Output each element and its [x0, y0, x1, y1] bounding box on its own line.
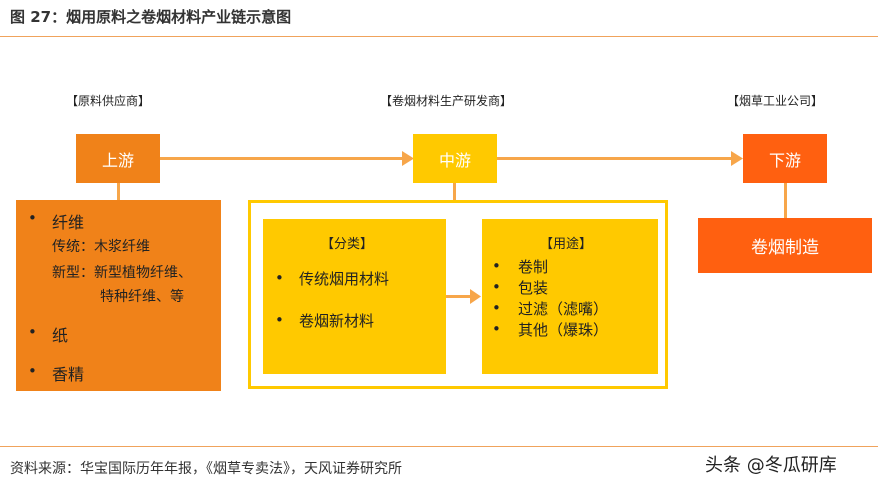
watermark: 头条 @冬瓜研库 [705, 455, 837, 476]
downstream-box: 下游 [743, 134, 827, 183]
upstream-role-label: 【原料供应商】 [66, 94, 151, 108]
upstream-paper: 纸 [52, 326, 69, 345]
bullet-marker: • [28, 209, 37, 227]
bullet-marker: • [492, 299, 501, 317]
bullet-marker: • [28, 323, 37, 341]
midstream-frame [248, 200, 668, 389]
upstream-fiber-new-line1: 新型：新型植物纤维、 [52, 265, 192, 281]
midstream-role-label: 【卷烟材料生产研发商】 [380, 94, 513, 108]
bullet-marker: • [28, 362, 37, 380]
upstream-fiber: 纤维 [52, 213, 85, 232]
usage-box: 【用途】 • 卷制 • 包装 • 过滤（滤嘴） • 其他（爆珠） [482, 219, 658, 374]
arrowhead-icon [470, 289, 481, 304]
upstream-fiber-traditional: 传统：木浆纤维 [52, 239, 150, 255]
upstream-fiber-new-line2: 特种纤维、等 [100, 289, 184, 305]
midstream-to-downstream-arrow [497, 157, 735, 160]
bullet-marker: • [492, 257, 501, 275]
midstream-label: 中游 [438, 150, 471, 170]
downstream-label: 下游 [768, 150, 801, 170]
usage-item: 卷制 [518, 258, 549, 276]
arrowhead-icon [402, 151, 414, 166]
bullet-marker: • [492, 320, 501, 338]
classification-item: 卷烟新材料 [299, 312, 375, 330]
upstream-box: 上游 [76, 134, 160, 183]
classification-heading: 【分类】 [321, 237, 374, 252]
upstream-to-midstream-arrow [160, 157, 406, 160]
midstream-box: 中游 [413, 134, 497, 183]
usage-item: 包装 [518, 279, 549, 297]
usage-heading: 【用途】 [540, 237, 593, 252]
arrowhead-icon [731, 151, 743, 166]
classification-item: 传统烟用材料 [299, 270, 390, 288]
bullet-marker: • [492, 278, 501, 296]
classification-to-usage-arrow [446, 295, 472, 298]
bullet-marker: • [275, 269, 284, 287]
usage-item: 其他（爆珠） [518, 321, 609, 339]
downstream-role-label: 【烟草工业公司】 [727, 94, 824, 108]
classification-box: 【分类】 • 传统烟用材料 • 卷烟新材料 [263, 219, 446, 374]
source-note: 资料来源：华宝国际历年年报，《烟草专卖法》，天风证券研究所 [10, 461, 402, 477]
title-divider [0, 36, 878, 37]
upstream-flavor: 香精 [52, 365, 85, 384]
footer-divider [0, 446, 878, 447]
figure-title: 图 27：烟用原料之卷烟材料产业链示意图 [10, 8, 292, 26]
upstream-details-panel: • 纤维 传统：木浆纤维 新型：新型植物纤维、 特种纤维、等 • 纸 • 香精 [16, 200, 221, 391]
usage-item: 过滤（滤嘴） [518, 300, 609, 318]
midstream-connector [453, 183, 456, 201]
downstream-connector [784, 183, 787, 218]
downstream-product-box: 卷烟制造 [698, 218, 872, 273]
downstream-product-label: 卷烟制造 [751, 238, 819, 258]
bullet-marker: • [275, 311, 284, 329]
upstream-label: 上游 [101, 150, 134, 170]
upstream-connector [117, 183, 120, 200]
